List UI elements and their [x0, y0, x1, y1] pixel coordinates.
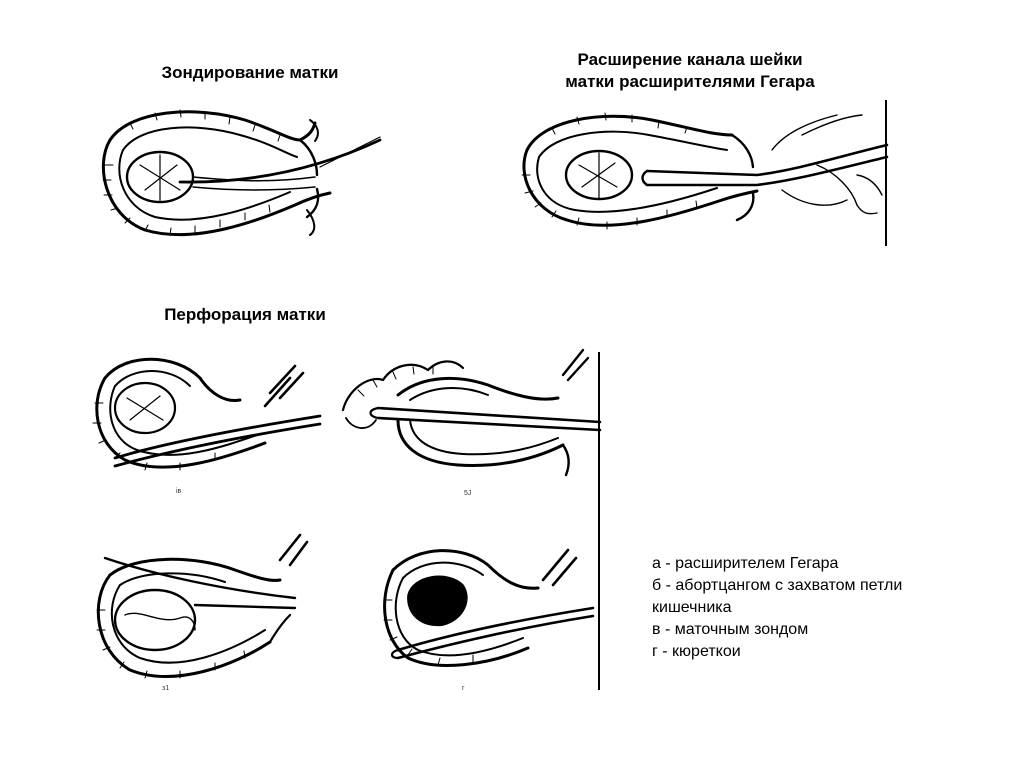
title-perforation: Перфорация матки — [164, 305, 326, 324]
legend-item-a: а - расширителем Гегара — [652, 555, 839, 572]
figure-label-b: 5J — [464, 490, 472, 497]
figure-label-a: ів — [176, 488, 182, 495]
figure-hegar-dilation — [517, 95, 897, 245]
figure-uterine-probing — [85, 95, 385, 245]
legend-item-b: б - абортцангом с захватом петли — [652, 577, 903, 594]
figure-perforation-b — [338, 348, 603, 480]
figure-perforation-a — [85, 348, 325, 478]
legend-item-b-continued: кишечника — [652, 599, 732, 616]
figure-label-d: г — [462, 685, 465, 692]
title-probing: Зондирование матки — [161, 63, 339, 82]
legend: а - расширителем Гегара б - абортцангом … — [652, 553, 1002, 663]
figure-label-c: з1 — [162, 685, 170, 692]
divider-top-right — [885, 100, 887, 246]
legend-item-d: г - кюреткои — [652, 643, 741, 660]
title-dilation-line1: Расширение канала шейки — [577, 50, 803, 69]
title-dilation: Расширение канала шейки матки расширител… — [520, 49, 860, 93]
figure-perforation-c — [85, 530, 325, 690]
legend-item-c: в - маточным зондом — [652, 621, 809, 638]
figure-perforation-d — [378, 540, 598, 680]
title-dilation-line2: матки расширителями Гегара — [565, 72, 815, 91]
divider-bottom — [598, 352, 600, 690]
